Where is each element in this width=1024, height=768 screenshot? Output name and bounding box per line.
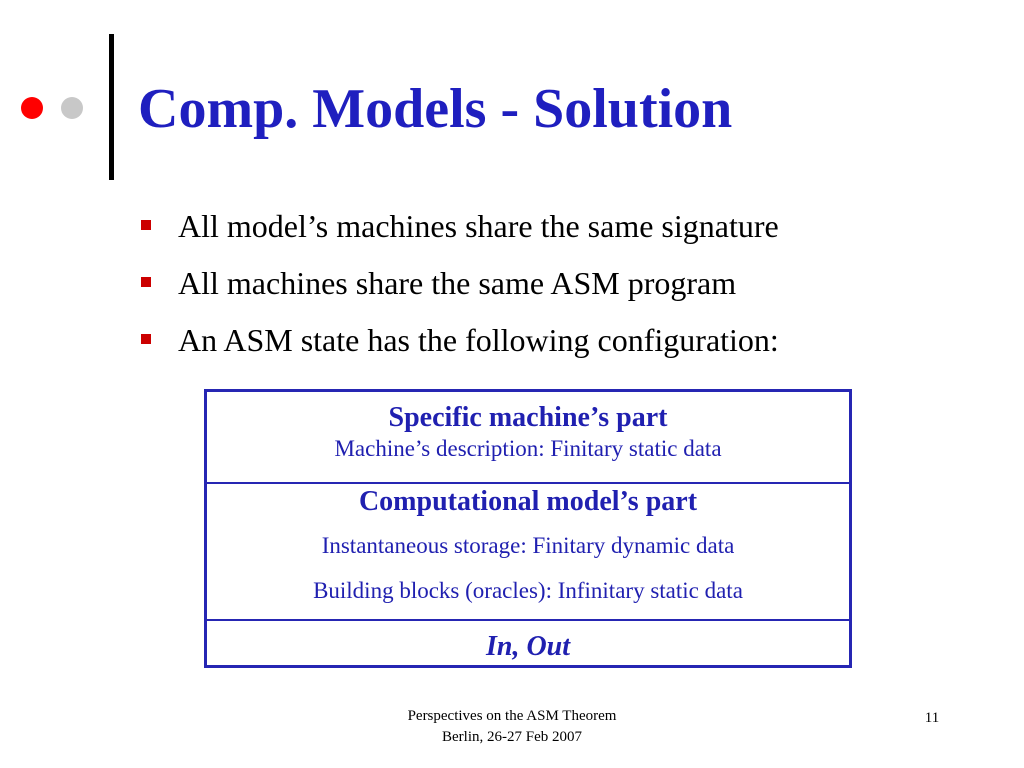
bullet-item: All machines share the same ASM program — [140, 255, 779, 312]
square-bullet-icon — [141, 277, 151, 287]
bullet-item: All model’s machines share the same sign… — [140, 198, 779, 255]
bullet-text: All machines share the same ASM program — [178, 265, 737, 301]
title-divider — [109, 34, 114, 180]
in-out-part: In, Out — [207, 619, 849, 665]
square-bullet-icon — [141, 220, 151, 230]
section-line: Building blocks (oracles): Infinitary st… — [313, 578, 743, 603]
configuration-table: Specific machine’s part Machine’s descri… — [204, 389, 852, 668]
footer-title: Perspectives on the ASM Theorem — [407, 708, 617, 724]
page-number: 11 — [924, 710, 940, 726]
bullet-text: All model’s machines share the same sign… — [178, 208, 779, 244]
specific-machine-part: Specific machine’s part Machine’s descri… — [207, 392, 849, 482]
footer-date: Berlin, 26-27 Feb 2007 — [442, 729, 582, 745]
bullet-item: An ASM state has the following configura… — [140, 312, 779, 369]
red-dot-icon — [21, 97, 43, 119]
section-line: Instantaneous storage: Finitary dynamic … — [321, 533, 735, 558]
computational-model-part: Computational model’s part Instantaneous… — [207, 482, 849, 619]
bullet-text: An ASM state has the following configura… — [178, 322, 779, 358]
square-bullet-icon — [141, 334, 151, 344]
bullet-list: All model’s machines share the same sign… — [140, 198, 779, 369]
section-line: Machine’s description: Finitary static d… — [334, 436, 722, 461]
gray-dot-icon — [61, 97, 83, 119]
footer: Perspectives on the ASM Theorem Berlin, … — [356, 706, 668, 748]
section-heading: Computational model’s part — [358, 486, 698, 517]
slide-title: Comp. Models - Solution — [138, 78, 733, 140]
section-heading: Specific machine’s part — [388, 402, 668, 433]
